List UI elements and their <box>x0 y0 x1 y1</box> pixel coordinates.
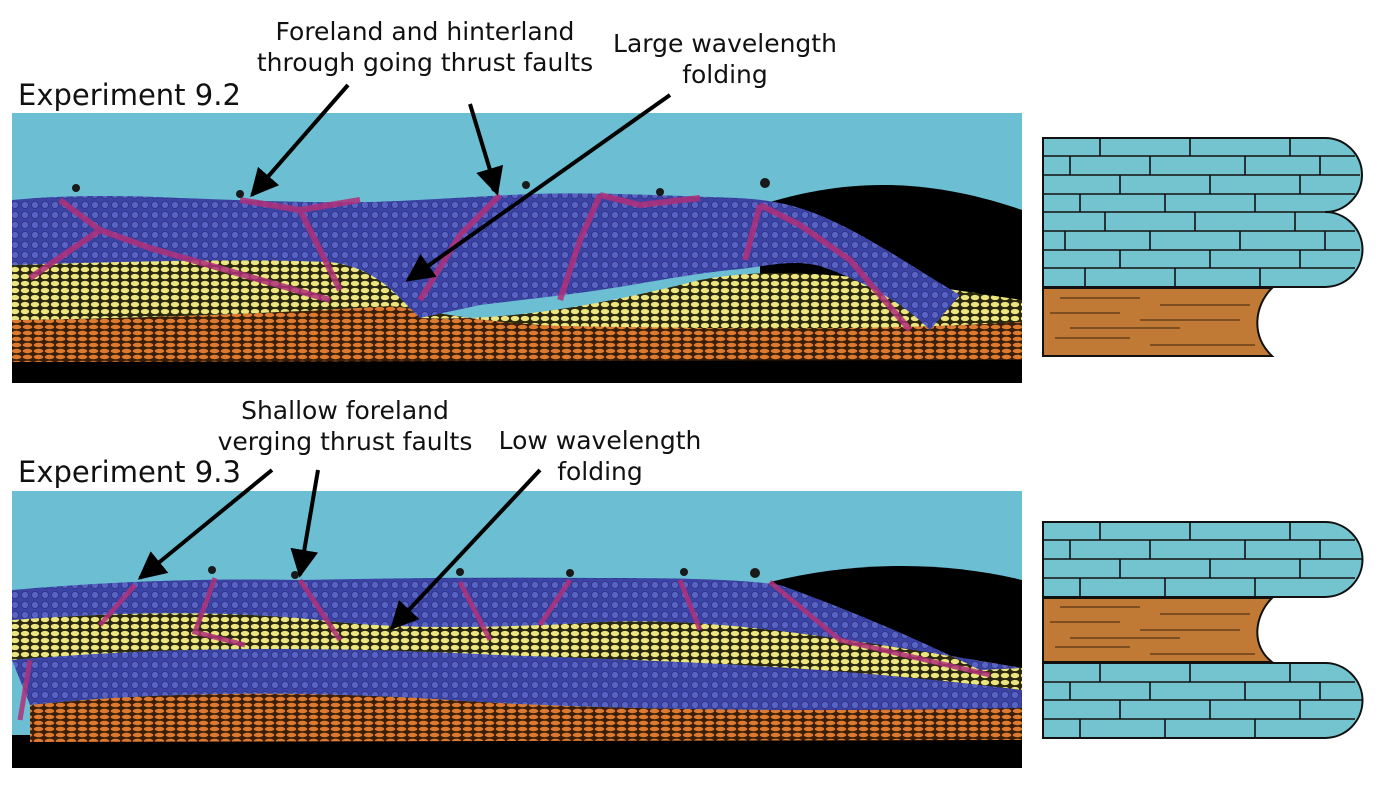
annotation-thrust-faults-92: Foreland and hinterland through going th… <box>250 16 600 78</box>
arrow-icon <box>137 468 274 580</box>
wood-shale-icon <box>1042 287 1275 357</box>
arrow-icon <box>290 469 320 578</box>
schematic-93 <box>1042 521 1364 739</box>
annotation-line: folding <box>557 457 643 486</box>
annotation-folding-93: Low wavelength folding <box>475 425 725 487</box>
wood-shale-icon <box>1042 597 1275 663</box>
annotation-arrows-92 <box>250 83 672 282</box>
annotation-line: Large wavelength <box>613 29 837 58</box>
fault-zones <box>17 577 991 721</box>
arrow-icon <box>250 83 350 198</box>
limestone-brick-icon <box>1042 137 1364 288</box>
yellow-layer <box>12 613 1022 690</box>
experiment-92-title: Experiment 9.2 <box>18 78 241 112</box>
schematic-92 <box>1042 137 1364 357</box>
annotation-folding-92: Large wavelength folding <box>600 28 850 90</box>
orange-layer <box>30 693 1022 742</box>
arrow-icon <box>390 468 542 631</box>
annotation-thrust-faults-93: Shallow foreland verging thrust faults <box>215 395 475 457</box>
annotation-line: folding <box>682 60 768 89</box>
lower-blue-layer <box>12 648 1022 710</box>
experiment-92-panel <box>12 83 1022 383</box>
limestone-brick-icon <box>1042 521 1364 598</box>
orange-layer <box>12 306 1022 362</box>
arrow-icon <box>405 93 672 282</box>
experiment-93-title: Experiment 9.3 <box>18 455 241 489</box>
experiment-93-panel <box>12 468 1022 768</box>
yellow-layer <box>12 260 1022 329</box>
annotation-line: verging thrust faults <box>217 427 473 456</box>
upper-blue-layer <box>12 577 1022 670</box>
annotation-line: Low wavelength <box>498 426 702 455</box>
annotation-arrows-93 <box>137 468 542 631</box>
annotation-line: through going thrust faults <box>256 48 594 77</box>
limestone-brick-icon <box>1042 662 1364 739</box>
arrow-icon <box>468 103 504 196</box>
blue-layer <box>12 193 960 330</box>
annotation-line: Foreland and hinterland <box>275 17 575 46</box>
annotation-line: Shallow foreland <box>241 396 449 425</box>
